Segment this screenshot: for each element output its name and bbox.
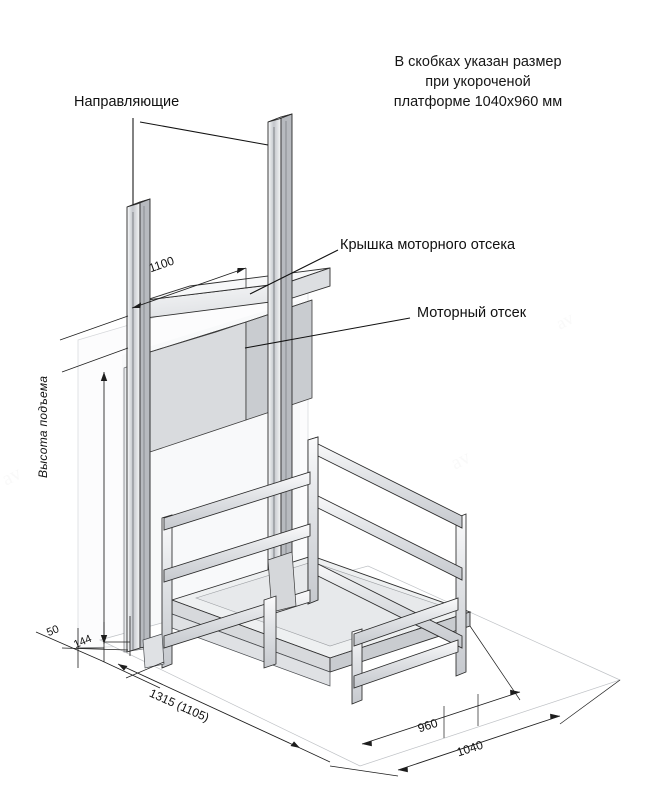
railing-left xyxy=(161,436,319,669)
dimension-base-offsets xyxy=(35,616,161,689)
svg-text:av: av xyxy=(0,462,25,490)
dimension-lift-height xyxy=(59,315,129,651)
guide-rail-left xyxy=(126,198,151,653)
dimension-rail-span xyxy=(131,267,247,309)
platform-center-post xyxy=(263,595,277,669)
leader-lines xyxy=(132,118,411,349)
label-motor-cover: Крышка моторного отсека xyxy=(340,237,516,253)
dimension-platform-width xyxy=(329,625,621,777)
dimension-label-lift-height: Высота подъема xyxy=(36,375,50,478)
dimension-platform-length xyxy=(117,661,331,763)
railing-front-right xyxy=(351,597,459,705)
railing-back xyxy=(307,436,467,677)
svg-text:av: av xyxy=(447,446,474,474)
platform-size-note: В скобках указан размер при укороченой п… xyxy=(393,54,563,110)
label-motor-bay: Моторный отсек xyxy=(417,305,527,321)
svg-text:av: av xyxy=(552,308,576,334)
label-guides: Направляющие xyxy=(74,94,180,110)
